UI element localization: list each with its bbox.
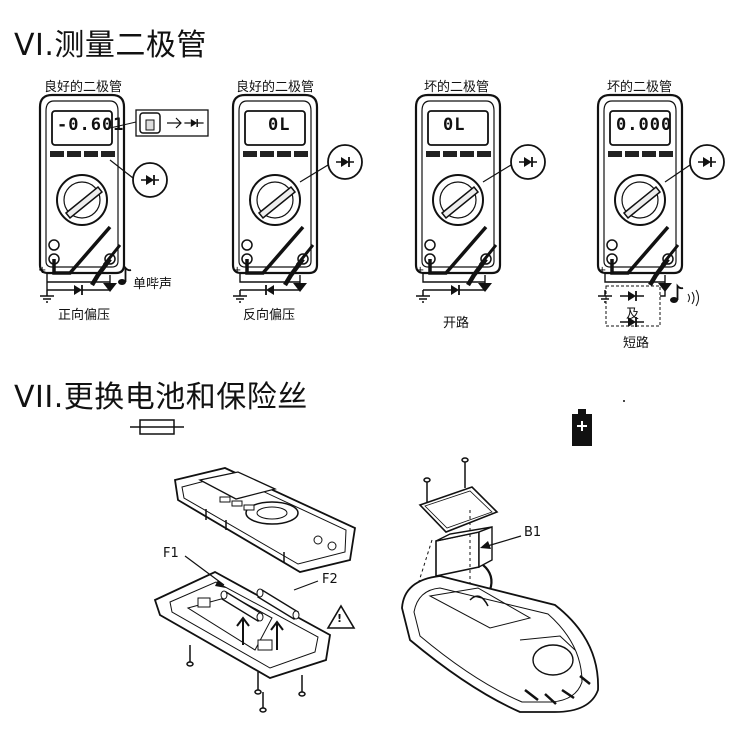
rear-case-right xyxy=(401,575,599,713)
screws-right xyxy=(423,457,469,504)
fuse-f2 xyxy=(256,588,300,620)
reverse-bias-label: 反向偏压 xyxy=(243,308,296,323)
fuse-icon xyxy=(130,419,184,435)
section-6-title: VI.测量二极管 xyxy=(14,28,207,63)
svg-text:+: + xyxy=(598,265,606,276)
and-label: 及 xyxy=(626,307,640,322)
lcd-reading-3: 0L xyxy=(443,115,466,135)
svg-text:+: + xyxy=(38,265,46,276)
warning-icon xyxy=(326,604,356,629)
diode-test-diagram: + + + + xyxy=(0,0,725,328)
svg-text:+: + xyxy=(416,265,424,276)
battery-b1-label: B1 xyxy=(524,525,542,540)
fuse-f1 xyxy=(220,590,264,622)
front-case xyxy=(173,467,356,573)
battery-door xyxy=(418,486,499,533)
single-beep-label: 单哔声 xyxy=(133,277,173,292)
warning-symbol: ! xyxy=(337,612,343,625)
short-label: 短路 xyxy=(623,336,650,351)
panel1-caption: 良好的二极管 xyxy=(44,80,123,95)
section-7-title: VII.更换电池和保险丝 xyxy=(14,380,308,415)
fuse-f2-label: F2 xyxy=(322,572,338,587)
battery-b1 xyxy=(435,525,493,591)
svg-text:+: + xyxy=(233,265,241,276)
lcd-reading-2: 0L xyxy=(268,115,291,135)
panel4-caption: 坏的二极管 xyxy=(607,80,673,95)
lcd-reading-4: 0.000 xyxy=(616,115,673,135)
lcd-reading-1: -0.601 xyxy=(57,115,125,135)
battery-icon xyxy=(572,409,592,446)
panel3-caption: 坏的二极管 xyxy=(424,80,490,95)
open-label: 开路 xyxy=(443,316,470,331)
replace-battery-fuse-diagram xyxy=(130,400,625,713)
panel2-caption: 良好的二极管 xyxy=(236,80,315,95)
fuse-f1-label: F1 xyxy=(163,546,179,561)
forward-bias-label: 正向偏压 xyxy=(58,308,111,323)
